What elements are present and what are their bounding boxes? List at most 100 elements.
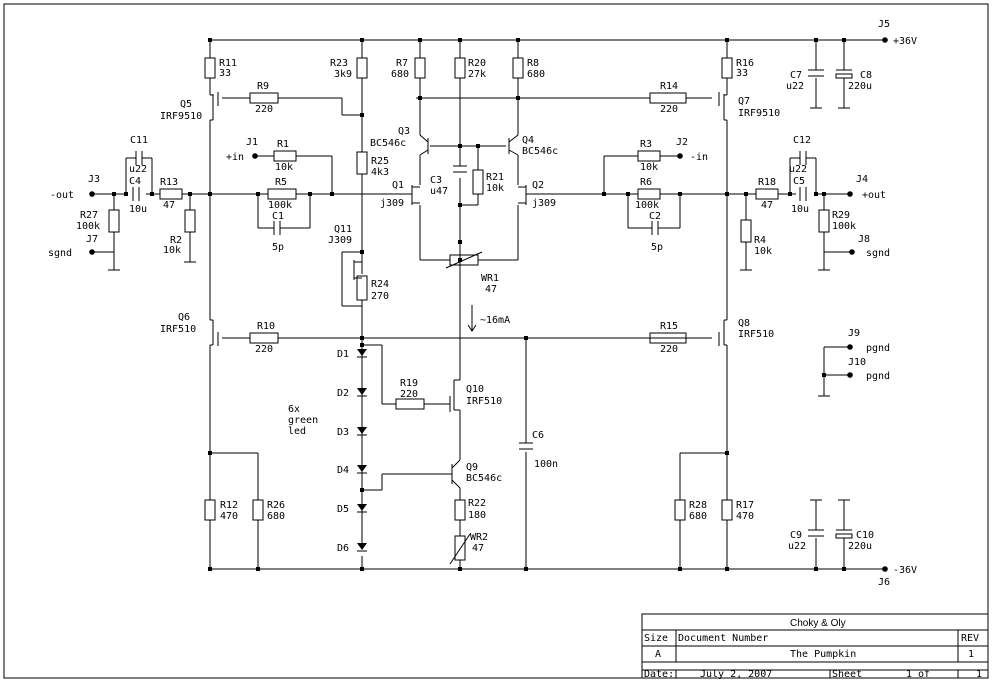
C5-ref: C5 bbox=[793, 176, 805, 187]
C6-ref: C6 bbox=[532, 430, 544, 441]
jack-J5-label: J5 bbox=[878, 19, 890, 30]
R20-val: 27k bbox=[468, 69, 486, 80]
C7-val: u22 bbox=[786, 81, 804, 92]
Q9-val: BC546c bbox=[466, 473, 502, 484]
C1-ref: C1 bbox=[272, 211, 284, 222]
R4-val: 10k bbox=[754, 246, 772, 257]
R9-ref: R9 bbox=[257, 81, 269, 92]
R11-val: 33 bbox=[219, 68, 231, 79]
WR2-val: 47 bbox=[472, 543, 484, 554]
resistor-R12 bbox=[204, 499, 216, 521]
R17-val: 470 bbox=[736, 511, 754, 522]
jack-J8-label: J8 bbox=[858, 234, 870, 245]
resistor-R28 bbox=[674, 499, 686, 521]
resistor-R4 bbox=[740, 219, 752, 243]
WR1-val: 47 bbox=[485, 284, 497, 295]
C9-val: u22 bbox=[788, 541, 806, 552]
R6-val: 100k bbox=[635, 200, 659, 211]
pos-rail-label: +36V bbox=[893, 36, 917, 47]
sheet-of: 1 of bbox=[906, 669, 930, 680]
jack-J10-label: J10 bbox=[848, 357, 866, 368]
resistor-R6 bbox=[637, 188, 661, 200]
resistor-R5 bbox=[267, 188, 297, 200]
sgnd-left-label: sgnd bbox=[48, 248, 72, 259]
resistor-R29 bbox=[818, 209, 830, 233]
C3-val: u47 bbox=[430, 186, 448, 197]
Q6-ref: Q6 bbox=[178, 312, 190, 323]
R18-ref: R18 bbox=[758, 177, 776, 188]
resistor-R20 bbox=[454, 57, 466, 79]
R10-ref: R10 bbox=[257, 321, 275, 332]
C10-val: 220u bbox=[848, 541, 872, 552]
C8-val: 220u bbox=[848, 81, 872, 92]
Q1-ref: Q1 bbox=[392, 180, 404, 191]
rev-value: 1 bbox=[968, 649, 974, 660]
resistor-R25 bbox=[356, 151, 368, 175]
R29-ref: R29 bbox=[832, 210, 850, 221]
R3-ref: R3 bbox=[640, 139, 652, 150]
R1-val: 10k bbox=[275, 162, 293, 173]
jack-J4-label: J4 bbox=[856, 174, 868, 185]
out-minus-label: -out bbox=[50, 190, 74, 201]
R12-ref: R12 bbox=[220, 500, 238, 511]
resistor-R24 bbox=[356, 275, 368, 301]
C5-val: 10u bbox=[791, 204, 809, 215]
Q11-ref: Q11 bbox=[334, 224, 352, 235]
resistor-R22 bbox=[454, 499, 466, 521]
R27-val: 100k bbox=[76, 221, 100, 232]
R14-val: 220 bbox=[660, 104, 678, 115]
R2-ref: R2 bbox=[170, 235, 182, 246]
in-plus-label: +in bbox=[226, 152, 244, 163]
R4-ref: R4 bbox=[754, 235, 766, 246]
WR2-ref: WR2 bbox=[470, 532, 488, 543]
R1-ref: R1 bbox=[277, 139, 289, 150]
R27-ref: R27 bbox=[80, 210, 98, 221]
R2-val: 10k bbox=[163, 245, 181, 256]
R5-val: 100k bbox=[268, 200, 292, 211]
WR1-ref: WR1 bbox=[481, 273, 499, 284]
Q2-ref: Q2 bbox=[532, 180, 544, 191]
pgnd-j9-label: pgnd bbox=[866, 343, 890, 354]
docnum-label: Document Number bbox=[678, 633, 768, 644]
resistor-R16 bbox=[721, 57, 733, 79]
R13-ref: R13 bbox=[160, 177, 178, 188]
Q10-val: IRF510 bbox=[466, 396, 502, 407]
R8-val: 680 bbox=[527, 69, 545, 80]
R6-ref: R6 bbox=[640, 177, 652, 188]
resistor-R13 bbox=[159, 188, 183, 200]
jack-J6-label: J6 bbox=[878, 577, 890, 588]
current-arrow-icon bbox=[467, 324, 477, 332]
jack-J7-label: J7 bbox=[86, 234, 98, 245]
resistor-R9 bbox=[249, 92, 279, 104]
R26-val: 680 bbox=[267, 511, 285, 522]
R15-ref: R15 bbox=[660, 321, 678, 332]
led-note-line3: led bbox=[288, 426, 306, 437]
R10-val: 220 bbox=[255, 344, 273, 355]
resistor-R14 bbox=[649, 92, 687, 104]
Q7-ref: Q7 bbox=[738, 96, 750, 107]
R28-ref: R28 bbox=[689, 500, 707, 511]
R28-val: 680 bbox=[689, 511, 707, 522]
jack-J2-label: J2 bbox=[676, 137, 688, 148]
Q4-ref: Q4 bbox=[522, 135, 534, 146]
transistor-symbols bbox=[210, 92, 727, 489]
led-note-line2: green bbox=[288, 415, 318, 426]
Q3-val: BC546c bbox=[370, 138, 406, 149]
R8-ref: R8 bbox=[527, 58, 539, 69]
R20-ref: R20 bbox=[468, 58, 486, 69]
Q8-ref: Q8 bbox=[738, 318, 750, 329]
R7-val: 680 bbox=[391, 69, 409, 80]
C3-ref: C3 bbox=[430, 175, 442, 186]
resistor-bodies bbox=[108, 57, 830, 565]
resistor-R3 bbox=[637, 150, 661, 162]
Q5-ref: Q5 bbox=[180, 99, 192, 110]
sheet-label: Sheet bbox=[832, 669, 862, 680]
C11-ref: C11 bbox=[130, 135, 148, 146]
Q4-val: BC546c bbox=[522, 146, 558, 157]
wires bbox=[92, 39, 885, 570]
R14-ref: R14 bbox=[660, 81, 678, 92]
R15-val: 220 bbox=[660, 344, 678, 355]
R21-ref: R21 bbox=[486, 172, 504, 183]
Q3-ref: Q3 bbox=[398, 126, 410, 137]
C12-val: u22 bbox=[789, 164, 807, 175]
